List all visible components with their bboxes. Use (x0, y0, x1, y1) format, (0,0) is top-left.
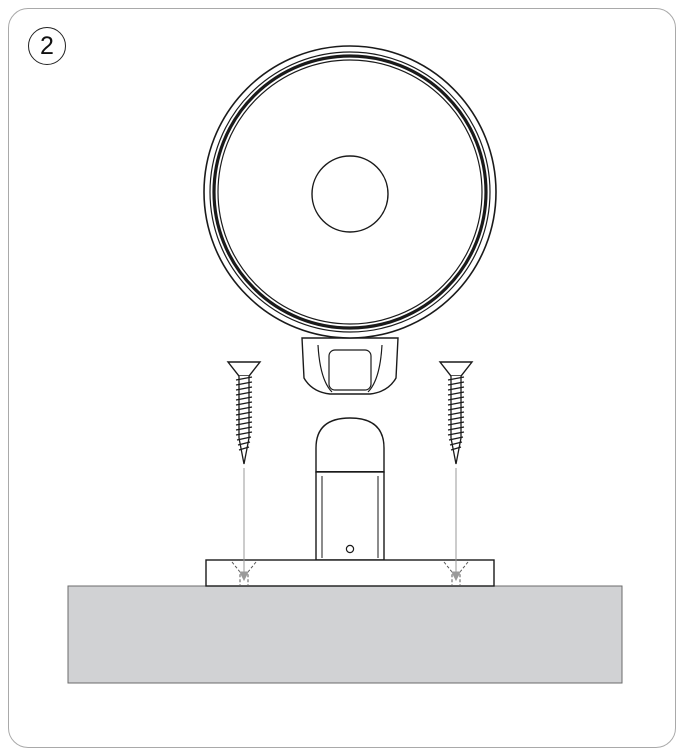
screw-icon (226, 361, 262, 465)
mounting-surface (67, 585, 623, 684)
arrow-down-icon (239, 468, 249, 582)
arrow-down-icon (451, 468, 461, 582)
step-number-badge: 2 (28, 27, 66, 65)
screw-icon (438, 361, 474, 465)
step-number: 2 (40, 31, 54, 60)
camera-icon (203, 45, 497, 587)
